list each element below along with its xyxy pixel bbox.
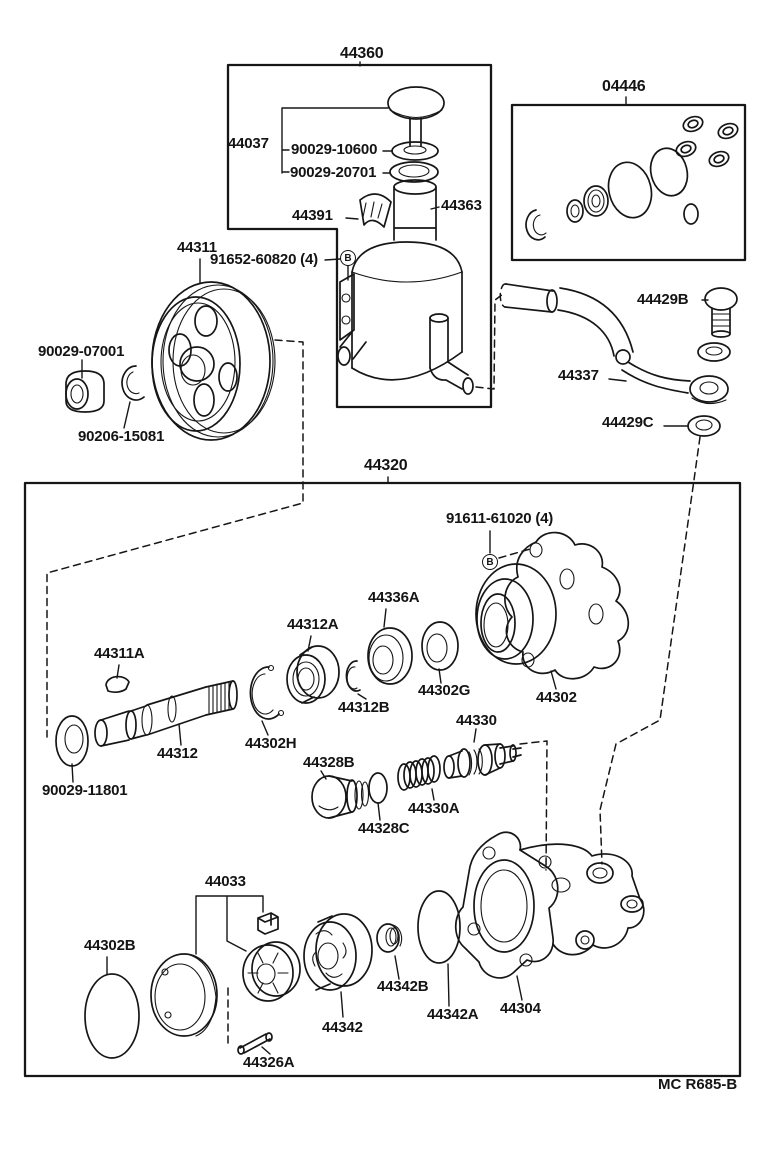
seal-kit-box <box>510 103 747 262</box>
pulley <box>151 258 276 441</box>
part-label-91652-60820: 91652-60820 (4) <box>210 251 318 268</box>
rear-housing <box>475 530 630 690</box>
part-label-44304: 44304 <box>500 1000 541 1017</box>
part-label-44337: 44337 <box>558 367 599 384</box>
part-label-44342A: 44342A <box>427 1006 479 1023</box>
part-label-44302H: 44302H <box>245 735 297 752</box>
pulley-nut <box>65 359 105 413</box>
drawing-code: MC R685-B <box>658 1076 738 1093</box>
part-label-44033: 44033 <box>205 873 246 890</box>
snap-ring-44302H <box>249 664 285 736</box>
part-label-44363: 44363 <box>441 197 482 214</box>
box-label-44320: 44320 <box>364 457 408 474</box>
part-label-44312B: 44312B <box>338 699 390 716</box>
part-label-44302G: 44302G <box>418 682 471 699</box>
gasket-44429C <box>663 415 721 437</box>
woodruff-key <box>105 664 130 693</box>
part-label-44391: 44391 <box>292 207 333 224</box>
oring-44342A <box>417 890 461 1007</box>
part-label-44312A: 44312A <box>287 616 339 633</box>
part-label-44342: 44342 <box>322 1019 363 1036</box>
part-label-44336A: 44336A <box>368 589 420 606</box>
bolt-symbol-icon: B <box>340 250 356 266</box>
seal-kit-contents <box>525 115 739 241</box>
box-label-04446: 04446 <box>602 78 646 95</box>
part-label-44302: 44302 <box>536 689 577 706</box>
part-label-90206-15081: 90206-15081 <box>78 428 165 445</box>
reservoir-tank <box>337 179 474 395</box>
oring-44302B <box>84 956 140 1059</box>
square-key <box>257 912 279 935</box>
part-label-44330A: 44330A <box>408 800 460 817</box>
part-label-44429C: 44429C <box>602 414 654 431</box>
part-label-44311A: 44311A <box>94 645 145 662</box>
reservoir-assembly-box <box>226 63 493 409</box>
straight-pin <box>237 1032 273 1055</box>
bearing-44312A <box>286 635 340 704</box>
box-label-44360: 44360 <box>340 45 384 62</box>
part-label-44311: 44311 <box>177 239 217 256</box>
flow-control-valve <box>443 728 522 779</box>
valve-oring <box>368 772 388 821</box>
part-label-91611-61020: 91611-61020 (4) <box>446 510 554 527</box>
snap-ring-44312B <box>345 660 367 700</box>
bolt-symbol-icon: B <box>482 554 498 570</box>
part-label-44312: 44312 <box>157 745 198 762</box>
suction-hose <box>499 283 729 405</box>
valve-plug <box>311 770 370 819</box>
seat-44342B <box>376 923 403 980</box>
part-label-44302B: 44302B <box>84 937 136 954</box>
part-label-44330: 44330 <box>456 712 497 729</box>
seal-90029-11801 <box>55 715 89 783</box>
valve-spring <box>397 755 441 801</box>
oil-seal-44336A <box>367 608 413 685</box>
part-label-90029-10600: 90029-10600 <box>291 141 378 158</box>
cam-ring <box>150 953 218 1037</box>
pulley-snap-ring <box>121 365 145 429</box>
part-label-44342B: 44342B <box>377 978 429 995</box>
part-label-90029-07001: 90029-07001 <box>38 343 125 360</box>
part-label-44328C: 44328C <box>358 820 410 837</box>
part-label-44429B: 44429B <box>637 291 689 308</box>
part-label-44326A: 44326A <box>243 1054 295 1071</box>
vane-rotor <box>242 941 301 1002</box>
reservoir-cap-assembly <box>281 86 445 183</box>
pump-assembly-box <box>23 481 742 1078</box>
part-label-90029-20701: 90029-20701 <box>290 164 377 181</box>
part-label-44328B: 44328B <box>303 754 355 771</box>
side-plate-rotor <box>303 913 373 1018</box>
part-label-90029-11801: 90029-11801 <box>42 782 128 799</box>
front-housing <box>454 831 645 1001</box>
part-label-44037: 44037 <box>228 135 269 152</box>
pump-shaft <box>94 680 238 747</box>
seal-44302G <box>421 621 459 684</box>
union-bolt <box>697 287 738 362</box>
